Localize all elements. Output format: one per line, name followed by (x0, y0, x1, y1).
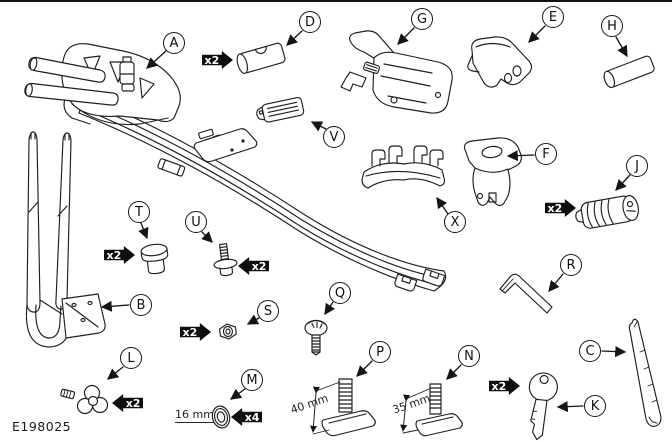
callout-x: X (444, 211, 466, 233)
callout-b-letter: B (136, 297, 146, 313)
callout-d: D (299, 11, 321, 33)
part-n-drawing (400, 384, 462, 436)
callout-r: R (560, 254, 582, 276)
part-d-drawing (235, 42, 286, 74)
qty-badge-j: x2 (545, 199, 576, 217)
callout-c: C (579, 340, 601, 362)
callout-s-letter: S (263, 303, 273, 319)
part-t-drawing (140, 243, 169, 275)
callout-u: U (185, 211, 207, 233)
callout-f-letter: F (542, 146, 550, 162)
callout-j: J (626, 155, 648, 177)
callout-k: K (584, 395, 606, 417)
callout-u-letter: U (191, 214, 201, 230)
qty-badge-s: x2 (180, 323, 211, 341)
part-x-drawing (362, 146, 445, 188)
callout-t-letter: T (135, 204, 143, 220)
qty-badge-t: x2 (104, 246, 135, 264)
leader-arrows (100, 26, 630, 413)
callout-n: N (458, 345, 480, 367)
callout-t: T (128, 201, 150, 223)
part-u-drawing (212, 243, 239, 277)
part-s-drawing (219, 323, 237, 340)
part-a-rail-drawing (79, 96, 446, 292)
callout-g-letter: G (416, 11, 428, 27)
callout-r-letter: R (566, 257, 576, 273)
part-p-drawing (309, 379, 375, 436)
callout-g: G (411, 8, 433, 30)
callout-l: L (120, 347, 142, 369)
part-b-drawing (26, 132, 105, 347)
callout-k-letter: K (590, 398, 600, 414)
callout-f: F (535, 143, 557, 165)
callout-j-letter: J (635, 158, 639, 174)
callout-d-letter: D (304, 14, 315, 30)
qty-badge-u: x2 (238, 257, 269, 275)
part-e-drawing (468, 37, 532, 87)
part-q-drawing (305, 321, 327, 356)
qty-badge-k: x2 (489, 377, 520, 395)
figure-id: E198025 (12, 419, 72, 434)
callout-q-letter: Q (334, 285, 346, 301)
callout-s: S (257, 300, 279, 322)
callout-h: H (601, 15, 623, 37)
part-g-drawing (341, 31, 452, 113)
qty-badge-u-label: x2 (251, 259, 267, 273)
callout-q: Q (329, 282, 351, 304)
part-h-drawing (602, 55, 655, 89)
qty-badge-m: x4 (231, 408, 262, 426)
callout-l-letter: L (127, 350, 135, 366)
qty-badge-k-label: x2 (491, 379, 507, 393)
part-m-drawing (210, 404, 232, 429)
qty-badge-d-label: x2 (204, 53, 220, 67)
callout-m: M (241, 369, 263, 391)
part-j-drawing (574, 194, 641, 231)
part-a-head-drawing (25, 44, 180, 125)
callout-c-letter: C (585, 343, 595, 359)
qty-badge-j-label: x2 (547, 201, 563, 215)
callout-b: B (130, 294, 152, 316)
measurement-16mm: 16 mm (175, 408, 214, 423)
callout-v-letter: V (329, 129, 339, 145)
callout-e-letter: E (548, 9, 558, 25)
part-l-drawing (61, 386, 108, 414)
qty-badge-t-label: x2 (106, 248, 122, 262)
callout-e: E (542, 6, 564, 28)
figure-top-border (0, 0, 672, 2)
callout-a: A (163, 32, 185, 54)
qty-badge-m-label: x4 (244, 410, 260, 424)
qty-badge-d: x2 (202, 51, 233, 69)
qty-badge-l-label: x2 (125, 396, 141, 410)
part-c-drawing (629, 319, 661, 426)
part-r-drawing (500, 274, 552, 313)
callout-m-letter: M (246, 372, 258, 388)
callout-n-letter: N (464, 348, 474, 364)
callout-h-letter: H (607, 18, 617, 34)
callout-v: V (323, 126, 345, 148)
part-v-drawing (255, 97, 304, 124)
qty-badge-s-label: x2 (182, 325, 198, 339)
qty-badge-l: x2 (112, 394, 143, 412)
callout-x-letter: X (450, 214, 460, 230)
callout-p: P (369, 341, 391, 363)
measurement-16mm-text: 16 mm (175, 408, 214, 421)
callout-a-letter: A (169, 35, 179, 51)
part-f-drawing (464, 138, 521, 206)
callout-p-letter: P (376, 344, 384, 360)
part-k-drawing (524, 372, 559, 442)
